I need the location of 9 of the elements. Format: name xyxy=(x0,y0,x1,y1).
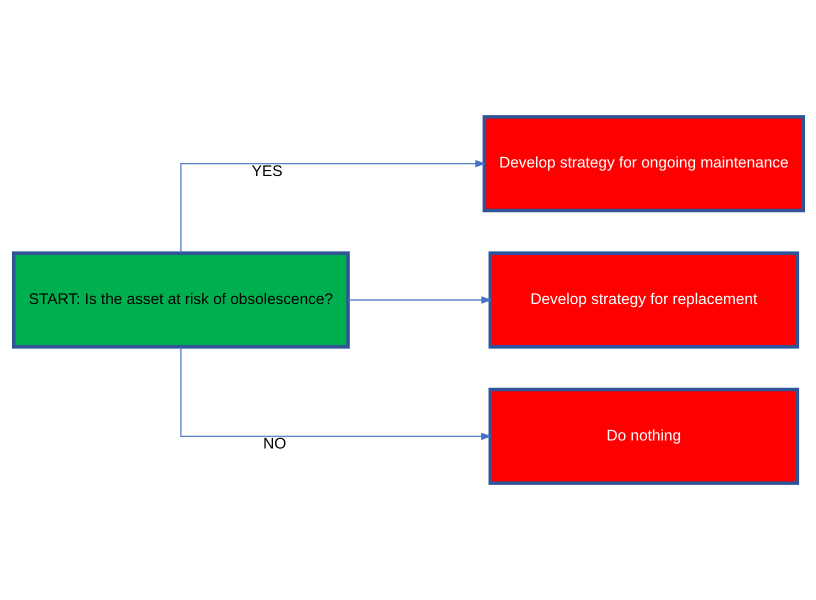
arrow xyxy=(180,346,492,440)
arrow xyxy=(348,296,492,304)
arrow xyxy=(180,160,486,254)
node-box: START: Is the asset at risk of obsolescence? xyxy=(11,251,350,349)
edge-label: YES xyxy=(251,163,282,180)
node-box: Develop strategy for ongoing maintenance xyxy=(482,115,805,212)
node-box: Develop strategy for replacement xyxy=(488,251,799,349)
edge-label: NO xyxy=(262,436,286,453)
node-box: Do nothing xyxy=(488,388,799,485)
